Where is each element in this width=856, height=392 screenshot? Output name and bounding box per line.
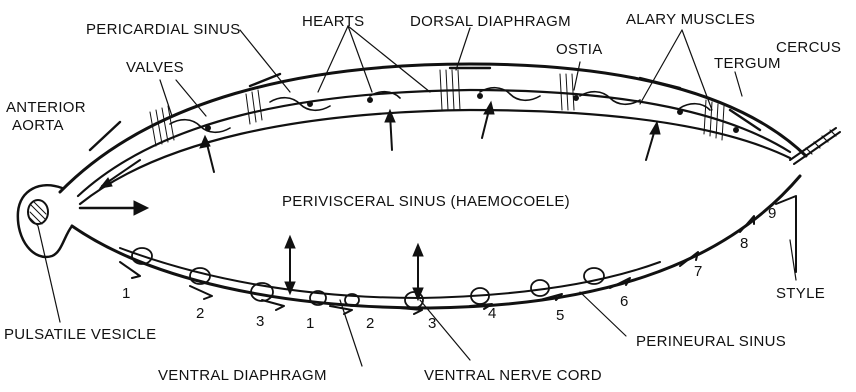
abdominal-number: 8	[740, 235, 748, 252]
arrowhead	[285, 236, 295, 248]
leader-pulsatile-vesicle	[38, 226, 60, 322]
cercus-segments	[806, 130, 836, 154]
abdominal-number: 6	[620, 293, 628, 310]
arrowhead	[484, 102, 494, 114]
arrowhead	[650, 122, 660, 134]
alary-muscle-bundle	[246, 90, 262, 124]
label-tergum: TERGUM	[714, 55, 781, 72]
abdominal-number: 9	[768, 205, 776, 222]
ventral-sternite-folds	[120, 216, 754, 314]
abdominal-number: 7	[694, 263, 702, 280]
abdominal-number: 1	[306, 315, 314, 332]
labels: PERICARDIAL SINUS HEARTS DORSAL DIAPHRAG…	[4, 11, 841, 384]
label-perineural-sinus: PERINEURAL SINUS	[636, 333, 786, 350]
thoracic-number: 1	[122, 285, 130, 302]
abdominal-number: 4	[488, 305, 496, 322]
abdominal-number: 5	[556, 307, 564, 324]
label-style: STYLE	[776, 285, 825, 302]
ostium-dot	[734, 128, 739, 133]
thoracic-number: 3	[256, 313, 264, 330]
abdominal-number: 3	[428, 315, 436, 332]
abdominal-number: 2	[366, 315, 374, 332]
leader-alary-muscles	[640, 30, 682, 104]
cercus	[790, 128, 840, 164]
heart-tube	[78, 88, 790, 204]
label-valves: VALVES	[126, 59, 184, 76]
leader-tergum	[735, 72, 742, 96]
label-cercus: CERCUS	[776, 39, 841, 56]
arrowhead	[413, 244, 423, 256]
label-perivisceral-sinus: PERIVISCERAL SINUS (HAEMOCOELE)	[282, 193, 570, 210]
label-ventral-diaphragm: VENTRAL DIAPHRAGM	[158, 367, 327, 384]
ostium-dot	[478, 94, 483, 99]
arrowhead	[134, 201, 148, 215]
ostium-dot	[368, 98, 373, 103]
label-ventral-nerve-cord: VENTRAL NERVE CORD	[424, 367, 602, 384]
label-anterior: ANTERIOR	[6, 99, 86, 116]
leader-valves	[176, 80, 206, 116]
ostium-dot	[678, 110, 683, 115]
label-pericardial-sinus: PERICARDIAL SINUS	[86, 21, 241, 38]
label-hearts: HEARTS	[302, 13, 364, 30]
leader-valves	[160, 80, 172, 116]
label-aorta: AORTA	[12, 117, 64, 134]
thoracic-number: 2	[196, 305, 204, 322]
label-alary-muscles: ALARY MUSCLES	[626, 11, 755, 28]
arrowhead	[285, 282, 295, 294]
head	[18, 185, 72, 257]
ostium-dot	[206, 126, 211, 131]
segment-numbers: 1 2 3 1 2 3 4 5 6 7 8 9	[122, 205, 776, 332]
label-pulsatile-vesicle: PULSATILE VESICLE	[4, 326, 156, 343]
label-ostia: OSTIA	[556, 41, 603, 58]
leader-alary-muscles	[682, 30, 712, 110]
label-dorsal-diaphragm: DORSAL DIAPHRAGM	[410, 13, 571, 30]
leader-ostia	[574, 62, 580, 90]
leader-hearts	[318, 26, 348, 92]
heart-lower-wall	[80, 110, 790, 204]
ventral-nerve-cord	[120, 248, 660, 308]
ostium-dot	[574, 96, 579, 101]
arrowhead	[200, 136, 210, 148]
leader-pericardial-sinus	[240, 30, 290, 92]
ganglion	[584, 268, 604, 284]
ostium-dot	[308, 102, 313, 107]
